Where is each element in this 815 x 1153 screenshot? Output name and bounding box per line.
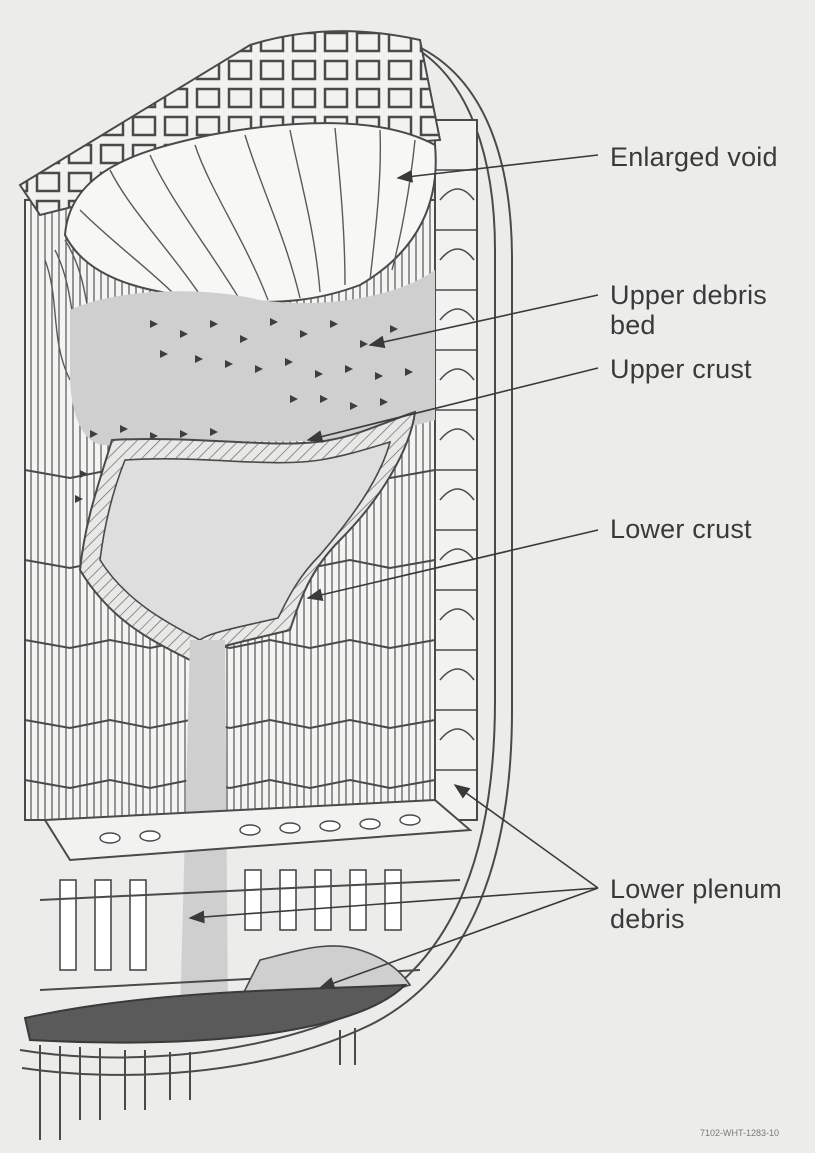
core-baffle-column	[435, 120, 477, 820]
lower-core-structures	[40, 800, 470, 990]
label-upper-debris-bed-line2: bed	[610, 310, 767, 340]
label-enlarged-void: Enlarged void	[610, 142, 778, 172]
label-lower-crust: Lower crust	[610, 514, 752, 544]
figure-id: 7102-WHT-1283-10	[700, 1128, 779, 1138]
label-lower-plenum-debris-line2: debris	[610, 904, 782, 934]
label-upper-debris-bed: Upper debris bed	[610, 280, 767, 340]
support-legs	[40, 1028, 355, 1140]
label-lower-plenum-debris: Lower plenum debris	[610, 874, 782, 934]
label-upper-crust: Upper crust	[610, 354, 752, 384]
label-upper-debris-bed-line1: Upper debris	[610, 280, 767, 310]
label-lower-plenum-debris-line1: Lower plenum	[610, 874, 782, 904]
arrow-lower-plenum-upper	[455, 785, 598, 888]
